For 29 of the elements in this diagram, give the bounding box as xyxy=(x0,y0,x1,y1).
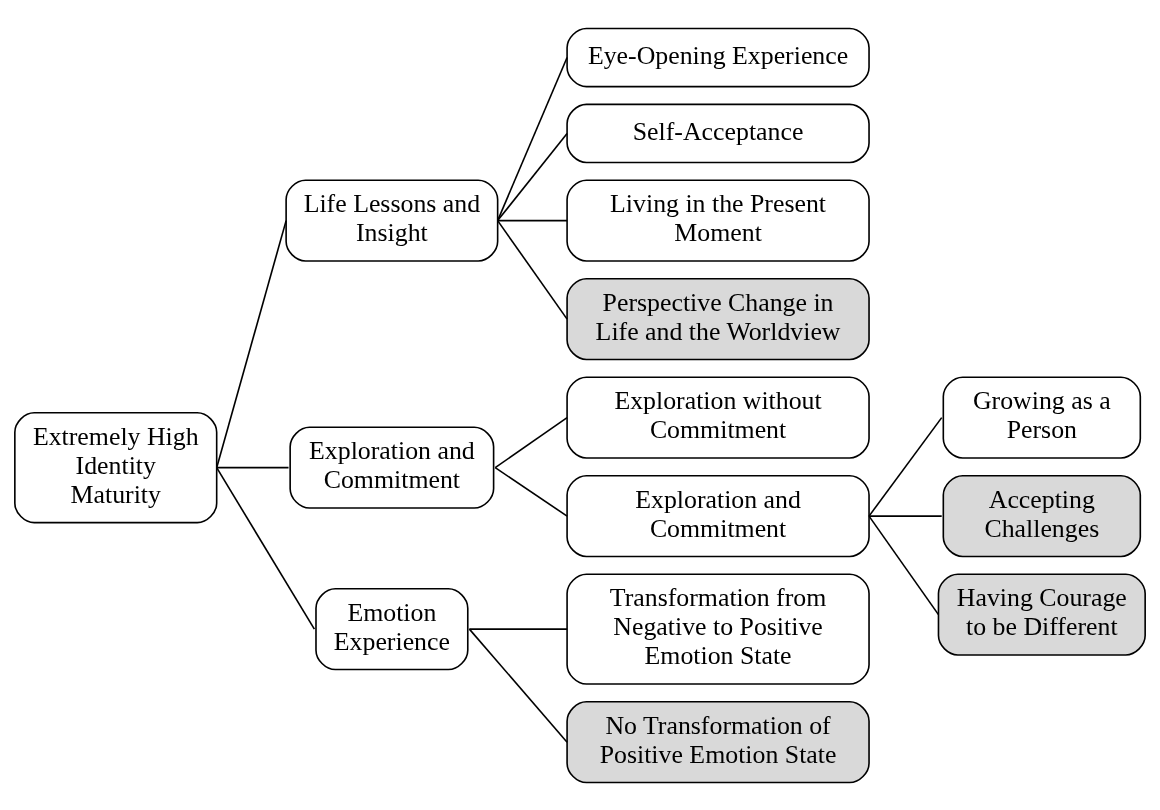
node-box: Accepting Challenges xyxy=(942,474,1142,557)
connector xyxy=(868,514,940,615)
connector xyxy=(468,627,568,743)
node-box: Transformation from Negative to Positive Emotion State xyxy=(566,572,870,685)
node-box: Extremely High Identity Maturity xyxy=(14,411,218,523)
connector xyxy=(215,466,316,630)
connector xyxy=(494,466,568,517)
node-box: Living in the Present Moment xyxy=(566,178,870,262)
connector xyxy=(215,466,290,468)
node-box: Exploration without Commitment xyxy=(566,375,870,459)
node-box: Life Lessons and Insight xyxy=(285,178,499,262)
connector xyxy=(496,219,568,221)
node-box: Perspective Change in Life and the Worldview xyxy=(566,277,870,360)
connector xyxy=(496,56,568,221)
connector xyxy=(496,132,568,221)
node-box: Eye-Opening Experience xyxy=(566,27,870,87)
node-box: Growing as a Person xyxy=(942,375,1142,459)
connector xyxy=(868,514,943,517)
node-box: Exploration and Commitment xyxy=(289,426,495,509)
node-box: Having Courage to be Different xyxy=(937,572,1146,656)
node-box: Emotion Experience xyxy=(315,587,469,670)
connector xyxy=(215,219,287,468)
connector xyxy=(868,416,943,517)
connector xyxy=(494,416,568,468)
node-box: No Transformation of Positive Emotion State xyxy=(566,700,870,783)
node-box: Exploration and Commitment xyxy=(566,474,870,557)
node-box: Self-Acceptance xyxy=(566,103,870,163)
connector xyxy=(468,627,568,630)
connector xyxy=(496,219,568,320)
